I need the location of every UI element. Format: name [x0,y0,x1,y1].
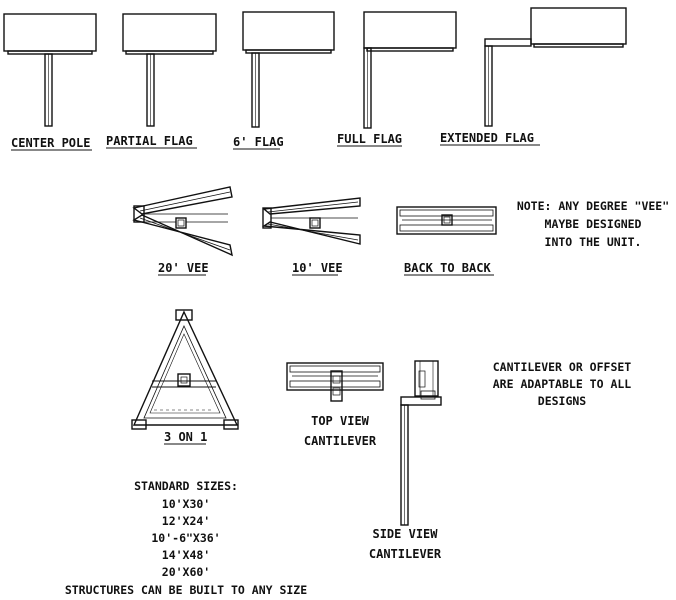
three-on-one-drawing [131,309,239,430]
label-side-view-cantilever: CANTILEVER [369,547,442,561]
cantilever-note-line-3: DESIGNS [538,394,587,408]
size-item: 20'X60' [162,565,210,579]
center-pole-drawing [3,13,97,127]
standard-sizes-footer: STRUCTURES CAN BE BUILT TO ANY SIZE [65,583,307,597]
cantilever-note-line-1: CANTILEVER OR OFFSET [493,360,632,374]
label-20-vee: 20' VEE [158,261,209,275]
vee-note-line-2: MAYBE DESIGNED [545,217,642,231]
full-flag-drawing [363,11,457,129]
label-partial-flag: PARTIAL FLAG [106,134,193,148]
extended-flag-drawing [484,7,627,127]
label-six-flag: 6' FLAG [233,135,284,149]
size-item: 10'X30' [162,497,210,511]
vee-note-line-1: NOTE: ANY DEGREE "VEE" [517,199,669,213]
label-side-view: SIDE VIEW [372,527,438,541]
partial-flag-drawing [122,13,217,127]
ten-foot-vee-drawing [261,197,361,245]
label-full-flag: FULL FLAG [337,132,402,146]
six-foot-flag-drawing [242,11,335,128]
size-item: 14'X48' [162,548,210,562]
label-10-vee: 10' VEE [292,261,343,275]
standard-sizes-title: STANDARD SIZES: [134,479,238,493]
label-three-on-one: 3 ON 1 [164,430,207,444]
side-view-cantilever-drawing [400,360,442,526]
label-center-pole: CENTER POLE [11,136,90,150]
label-top-view-cantilever: CANTILEVER [304,434,377,448]
cantilever-note-line-2: ARE ADAPTABLE TO ALL [493,377,632,391]
back-to-back-drawing [396,206,497,235]
size-item: 12'X24' [162,514,210,528]
twenty-foot-vee-drawing [132,186,233,257]
size-item: 10'-6"X36' [151,531,220,545]
label-extended-flag: EXTENDED FLAG [440,131,534,145]
label-back-to-back: BACK TO BACK [404,261,491,275]
top-view-cantilever-drawing [286,362,384,402]
label-top-view: TOP VIEW [311,414,370,428]
vee-note-line-3: INTO THE UNIT. [545,235,642,249]
